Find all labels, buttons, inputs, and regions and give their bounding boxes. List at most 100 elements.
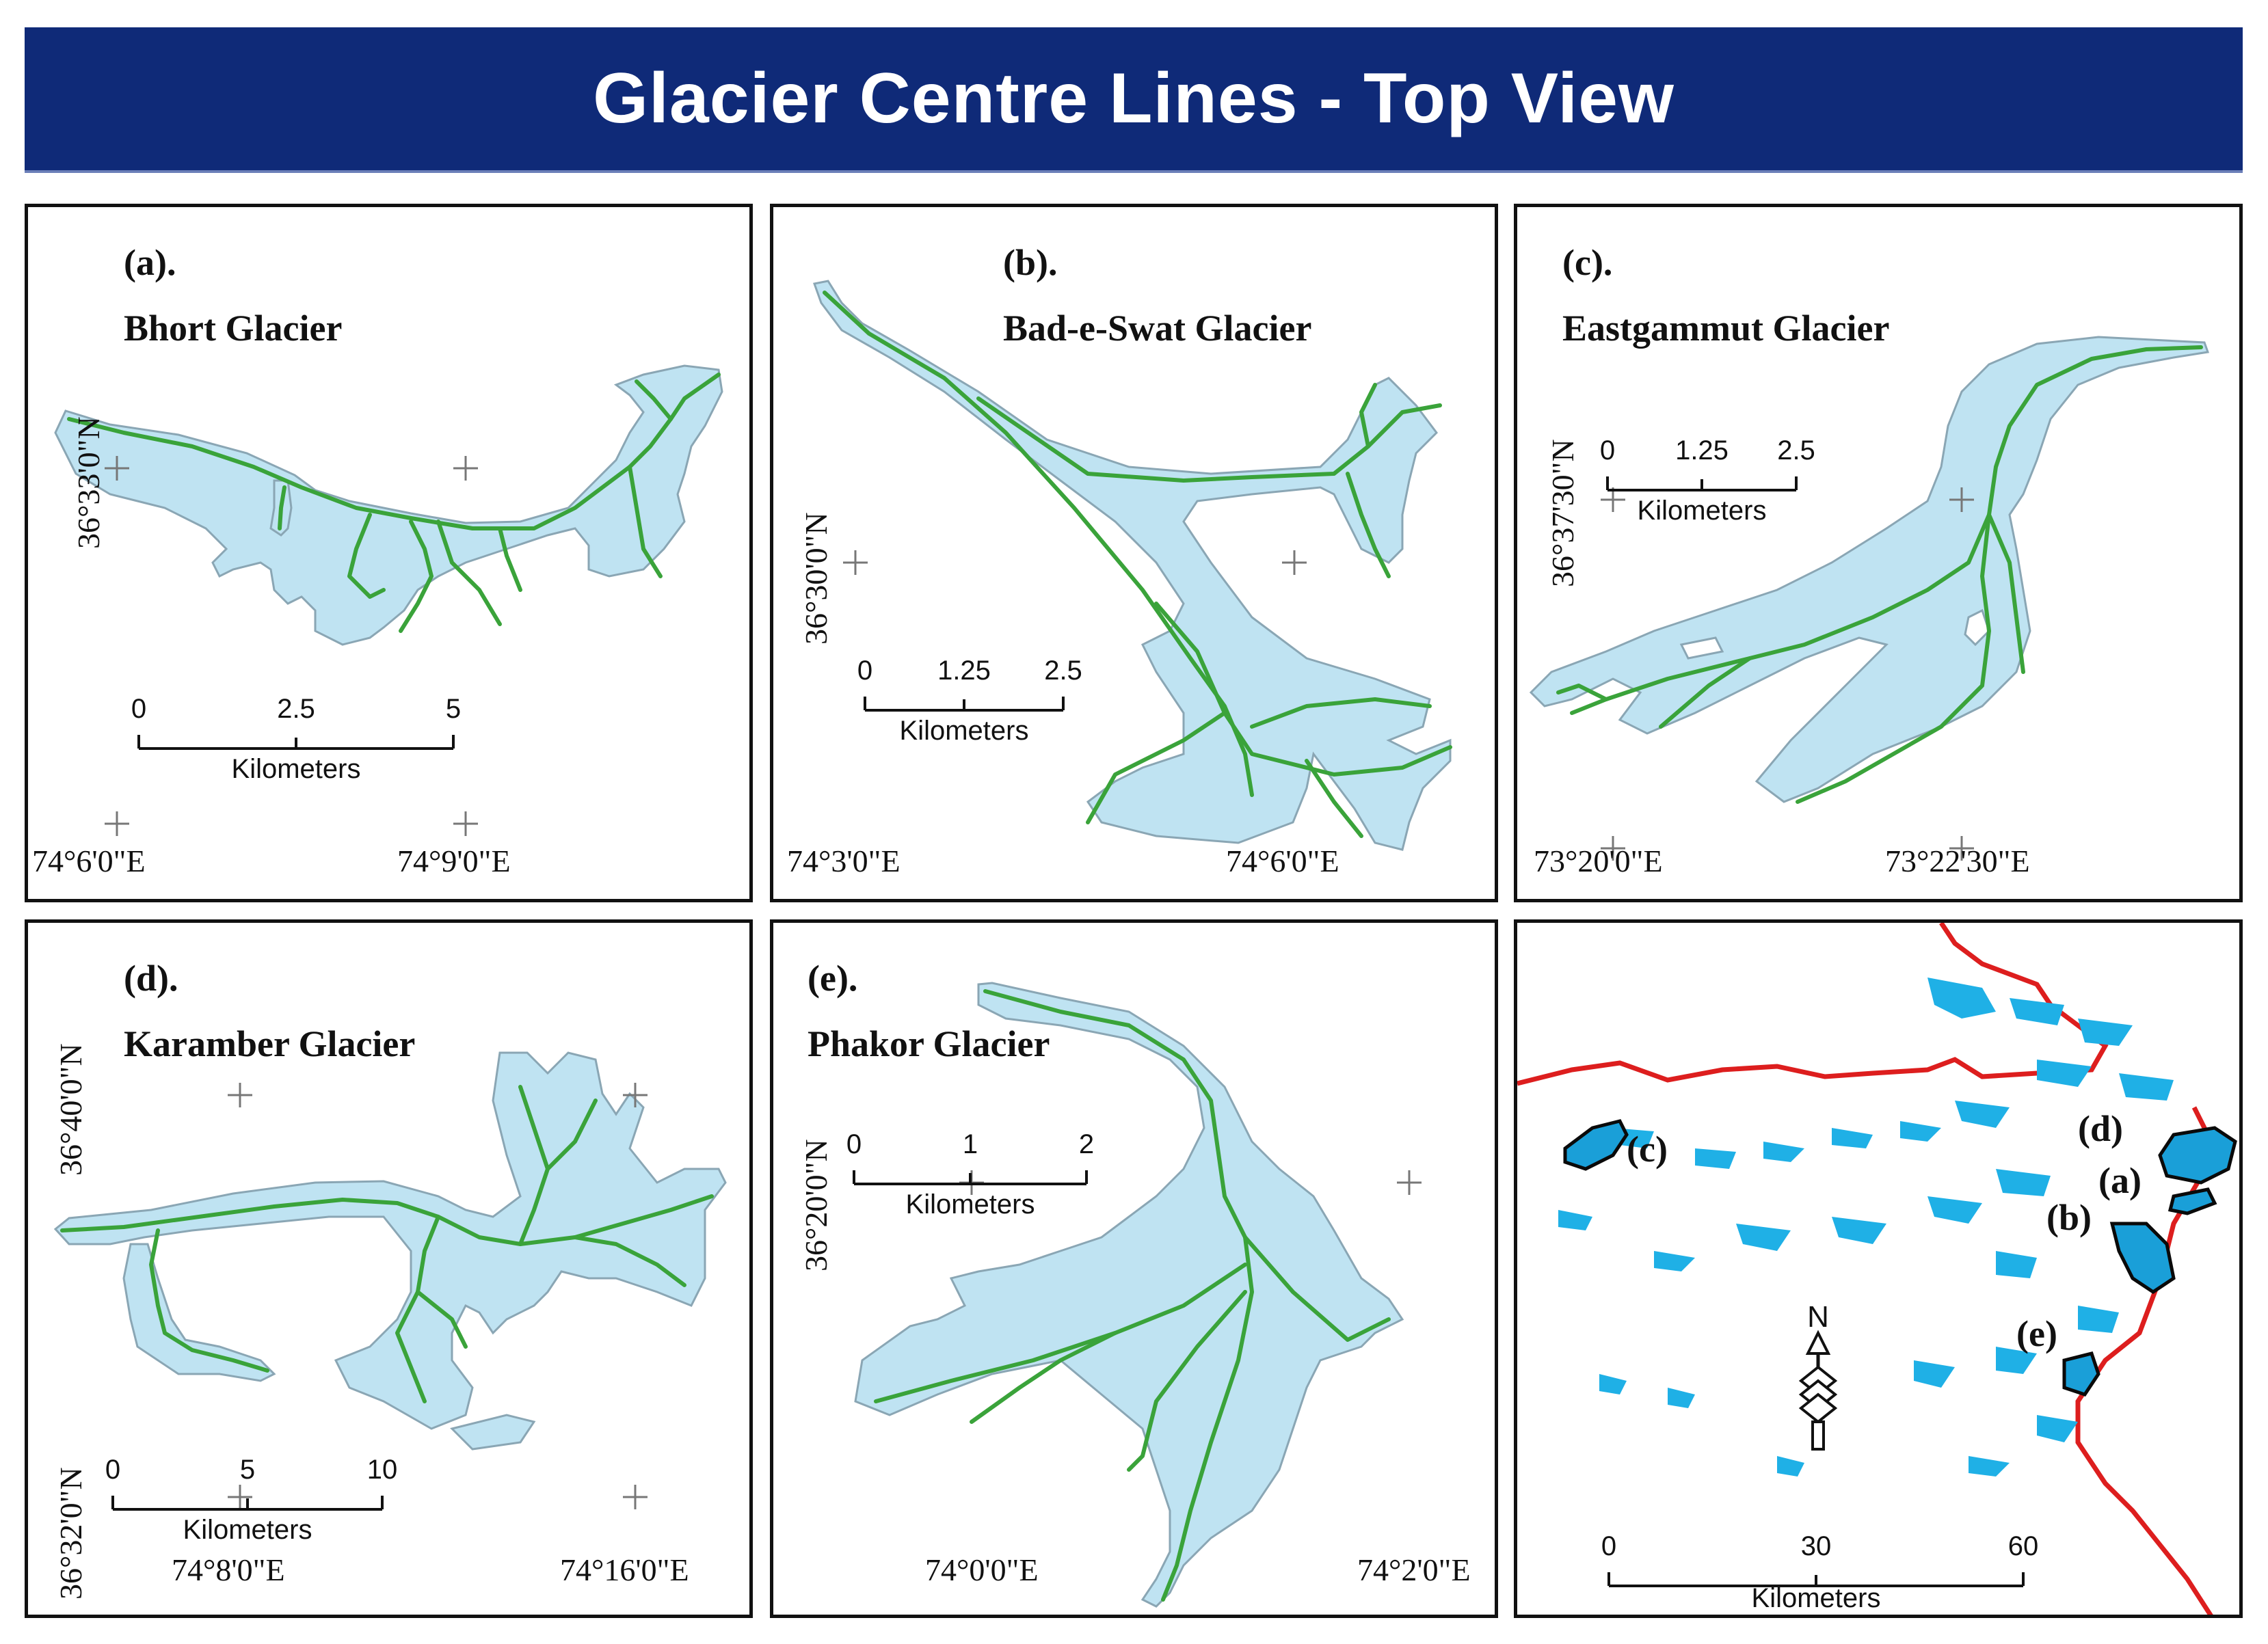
bad-e-swat-centre-line-b8	[1305, 759, 1363, 838]
ice-patches	[1558, 978, 2174, 1477]
eastgammut-scale-bar	[1606, 476, 1798, 491]
longitude-label: 74°0'0"E	[925, 1552, 1039, 1587]
latitude-label: 36°40'0"N	[53, 1043, 88, 1176]
bhort-centre-line-b6	[628, 465, 663, 578]
scale-tick: 2	[1078, 1129, 1095, 1159]
bad-e-swat-centre-line-b6	[1250, 697, 1432, 729]
bad-e-swat-centre-line-b2	[1359, 383, 1377, 448]
scale-tick: 2.5	[1777, 435, 1815, 466]
panel-overview: (c) (d) (a) (b) (e) N 0 30 60 Kilometers	[1514, 919, 2243, 1618]
panel-tag: (c).	[1562, 242, 1613, 283]
bhort-centre-line-b5	[498, 526, 522, 592]
north-arrow-icon	[1798, 1330, 1838, 1451]
bad-e-swat-map	[813, 280, 1452, 851]
scale-tick: 0	[131, 694, 147, 724]
glacier-name: Karamber Glacier	[124, 1023, 416, 1064]
overview-map	[1517, 923, 2237, 1615]
karamber-map	[53, 1051, 727, 1511]
glacier-name: Eastgammut Glacier	[1562, 308, 1890, 349]
phakor-glacier-outline	[854, 982, 1404, 1608]
karamber-centre-line-b5	[573, 1235, 686, 1287]
latitude-label: 36°30'0"N	[799, 512, 833, 645]
title-bar: Glacier Centre Lines - Top View	[25, 27, 2243, 173]
latitude-label: 36°33'0"N	[71, 416, 106, 549]
bad-e-swat-centre-line-b7	[1086, 711, 1227, 824]
page-title: Glacier Centre Lines - Top View	[593, 59, 1675, 138]
longitude-label: 73°22'30"E	[1885, 844, 2030, 878]
overview-label-a: (a)	[2098, 1160, 2142, 1201]
karamber-centre-line-b1	[149, 1228, 269, 1373]
scale-tick: 30	[1800, 1531, 1832, 1561]
eastgammut-map	[1529, 336, 2210, 861]
overview-glacier-b	[2109, 1222, 2176, 1295]
north-label: N	[1807, 1300, 1829, 1334]
scale-tick: 0	[105, 1455, 121, 1485]
scale-tick: 0	[1599, 435, 1616, 466]
bad-e-swat-scale-bar	[864, 697, 1065, 712]
scale-tick: 60	[2007, 1531, 2039, 1561]
phakor-centre-line-main	[983, 989, 1254, 1602]
boundary-line	[1517, 923, 2109, 1086]
overview-scale-bar	[1607, 1572, 2025, 1587]
longitude-label: 74°2'0"E	[1357, 1552, 1471, 1587]
panel-karamber: (d). Karamber Glacier 36°40'0"N 36°32'0"…	[25, 919, 753, 1618]
karamber-centre-line-b2	[395, 1215, 440, 1403]
eastgammut-centre-line-b2	[1987, 513, 2025, 674]
phakor-scale-bar	[853, 1170, 1088, 1185]
overview-label-d: (d)	[2078, 1108, 2123, 1149]
karamber-centre-line-b6	[416, 1290, 468, 1349]
karamber-tributary-south	[450, 1414, 536, 1451]
scale-tick: 10	[366, 1455, 398, 1485]
bhort-centre-line-b2	[347, 513, 386, 599]
bhort-glacier-outline	[54, 364, 723, 646]
karamber-tributary-west	[122, 1243, 276, 1382]
bhort-map	[54, 364, 723, 836]
scale-unit: Kilometers	[183, 1515, 312, 1545]
scale-tick: 1.25	[937, 656, 991, 686]
scale-unit: Kilometers	[1751, 1583, 1881, 1613]
bad-e-swat-centre-line-b3	[1346, 472, 1391, 578]
glacier-name: Bad-e-Swat Glacier	[1003, 308, 1312, 349]
latitude-label: 36°37'30"N	[1545, 439, 1580, 587]
longitude-label: 74°6'0"E	[1226, 844, 1339, 878]
overview-glacier-e	[2062, 1351, 2100, 1397]
phakor-centre-line-b3	[1127, 1290, 1247, 1472]
eastgammut-glacier-outline	[1529, 336, 2210, 803]
scale-tick: 0	[846, 1129, 862, 1159]
eastgammut-centre-line-b1	[1796, 513, 1991, 804]
scale-tick: 5	[445, 694, 462, 724]
scale-unit: Kilometers	[231, 754, 361, 784]
overview-glacier-c	[1563, 1119, 1629, 1171]
glacier-name: Bhort Glacier	[124, 308, 343, 349]
karamber-centre-line-b4	[546, 1099, 598, 1171]
panel-phakor: (e). Phakor Glacier 36°20'0"N 74°0'0"E 7…	[770, 919, 1498, 1618]
karamber-glacier-outline	[53, 1051, 727, 1430]
scale-tick: 2.5	[1044, 656, 1082, 686]
panel-eastgammut: (c). Eastgammut Glacier 36°37'30"N 73°20…	[1514, 204, 2243, 902]
panel-bad-e-swat: (b). Bad-e-Swat Glacier 36°30'0"N 74°3'0…	[770, 204, 1498, 902]
scale-tick: 1	[962, 1129, 978, 1159]
scale-tick: 5	[239, 1455, 256, 1485]
scale-tick: 2.5	[277, 694, 315, 724]
phakor-map	[853, 982, 1422, 1608]
scale-tick: 1.25	[1675, 435, 1729, 466]
overview-label-b: (b)	[2046, 1197, 2092, 1238]
bhort-centre-line-b4	[436, 520, 502, 626]
longitude-label: 74°3'0"E	[787, 844, 900, 878]
bad-e-swat-centre-line-b5	[1223, 711, 1452, 777]
latitude-label: 36°32'0"N	[53, 1467, 88, 1600]
longitude-label: 74°16'0"E	[560, 1552, 689, 1587]
latitude-label: 36°20'0"N	[799, 1139, 833, 1271]
karamber-scale-bar	[111, 1496, 384, 1511]
overview-glacier-d	[2158, 1126, 2237, 1185]
phakor-centre-line-b1	[1243, 1235, 1391, 1342]
bhort-scale-bar	[137, 735, 455, 750]
bhort-centre-line-main	[67, 373, 721, 530]
panel-tag: (e).	[808, 958, 858, 999]
scale-tick: 0	[1601, 1531, 1617, 1561]
bhort-centre-line-b1	[278, 485, 286, 530]
eastgammut-centre-line-main	[1570, 345, 2203, 715]
overview-glacier-a	[2167, 1187, 2217, 1215]
longitude-label: 73°20'0"E	[1534, 844, 1663, 878]
panel-tag: (b).	[1003, 242, 1058, 283]
